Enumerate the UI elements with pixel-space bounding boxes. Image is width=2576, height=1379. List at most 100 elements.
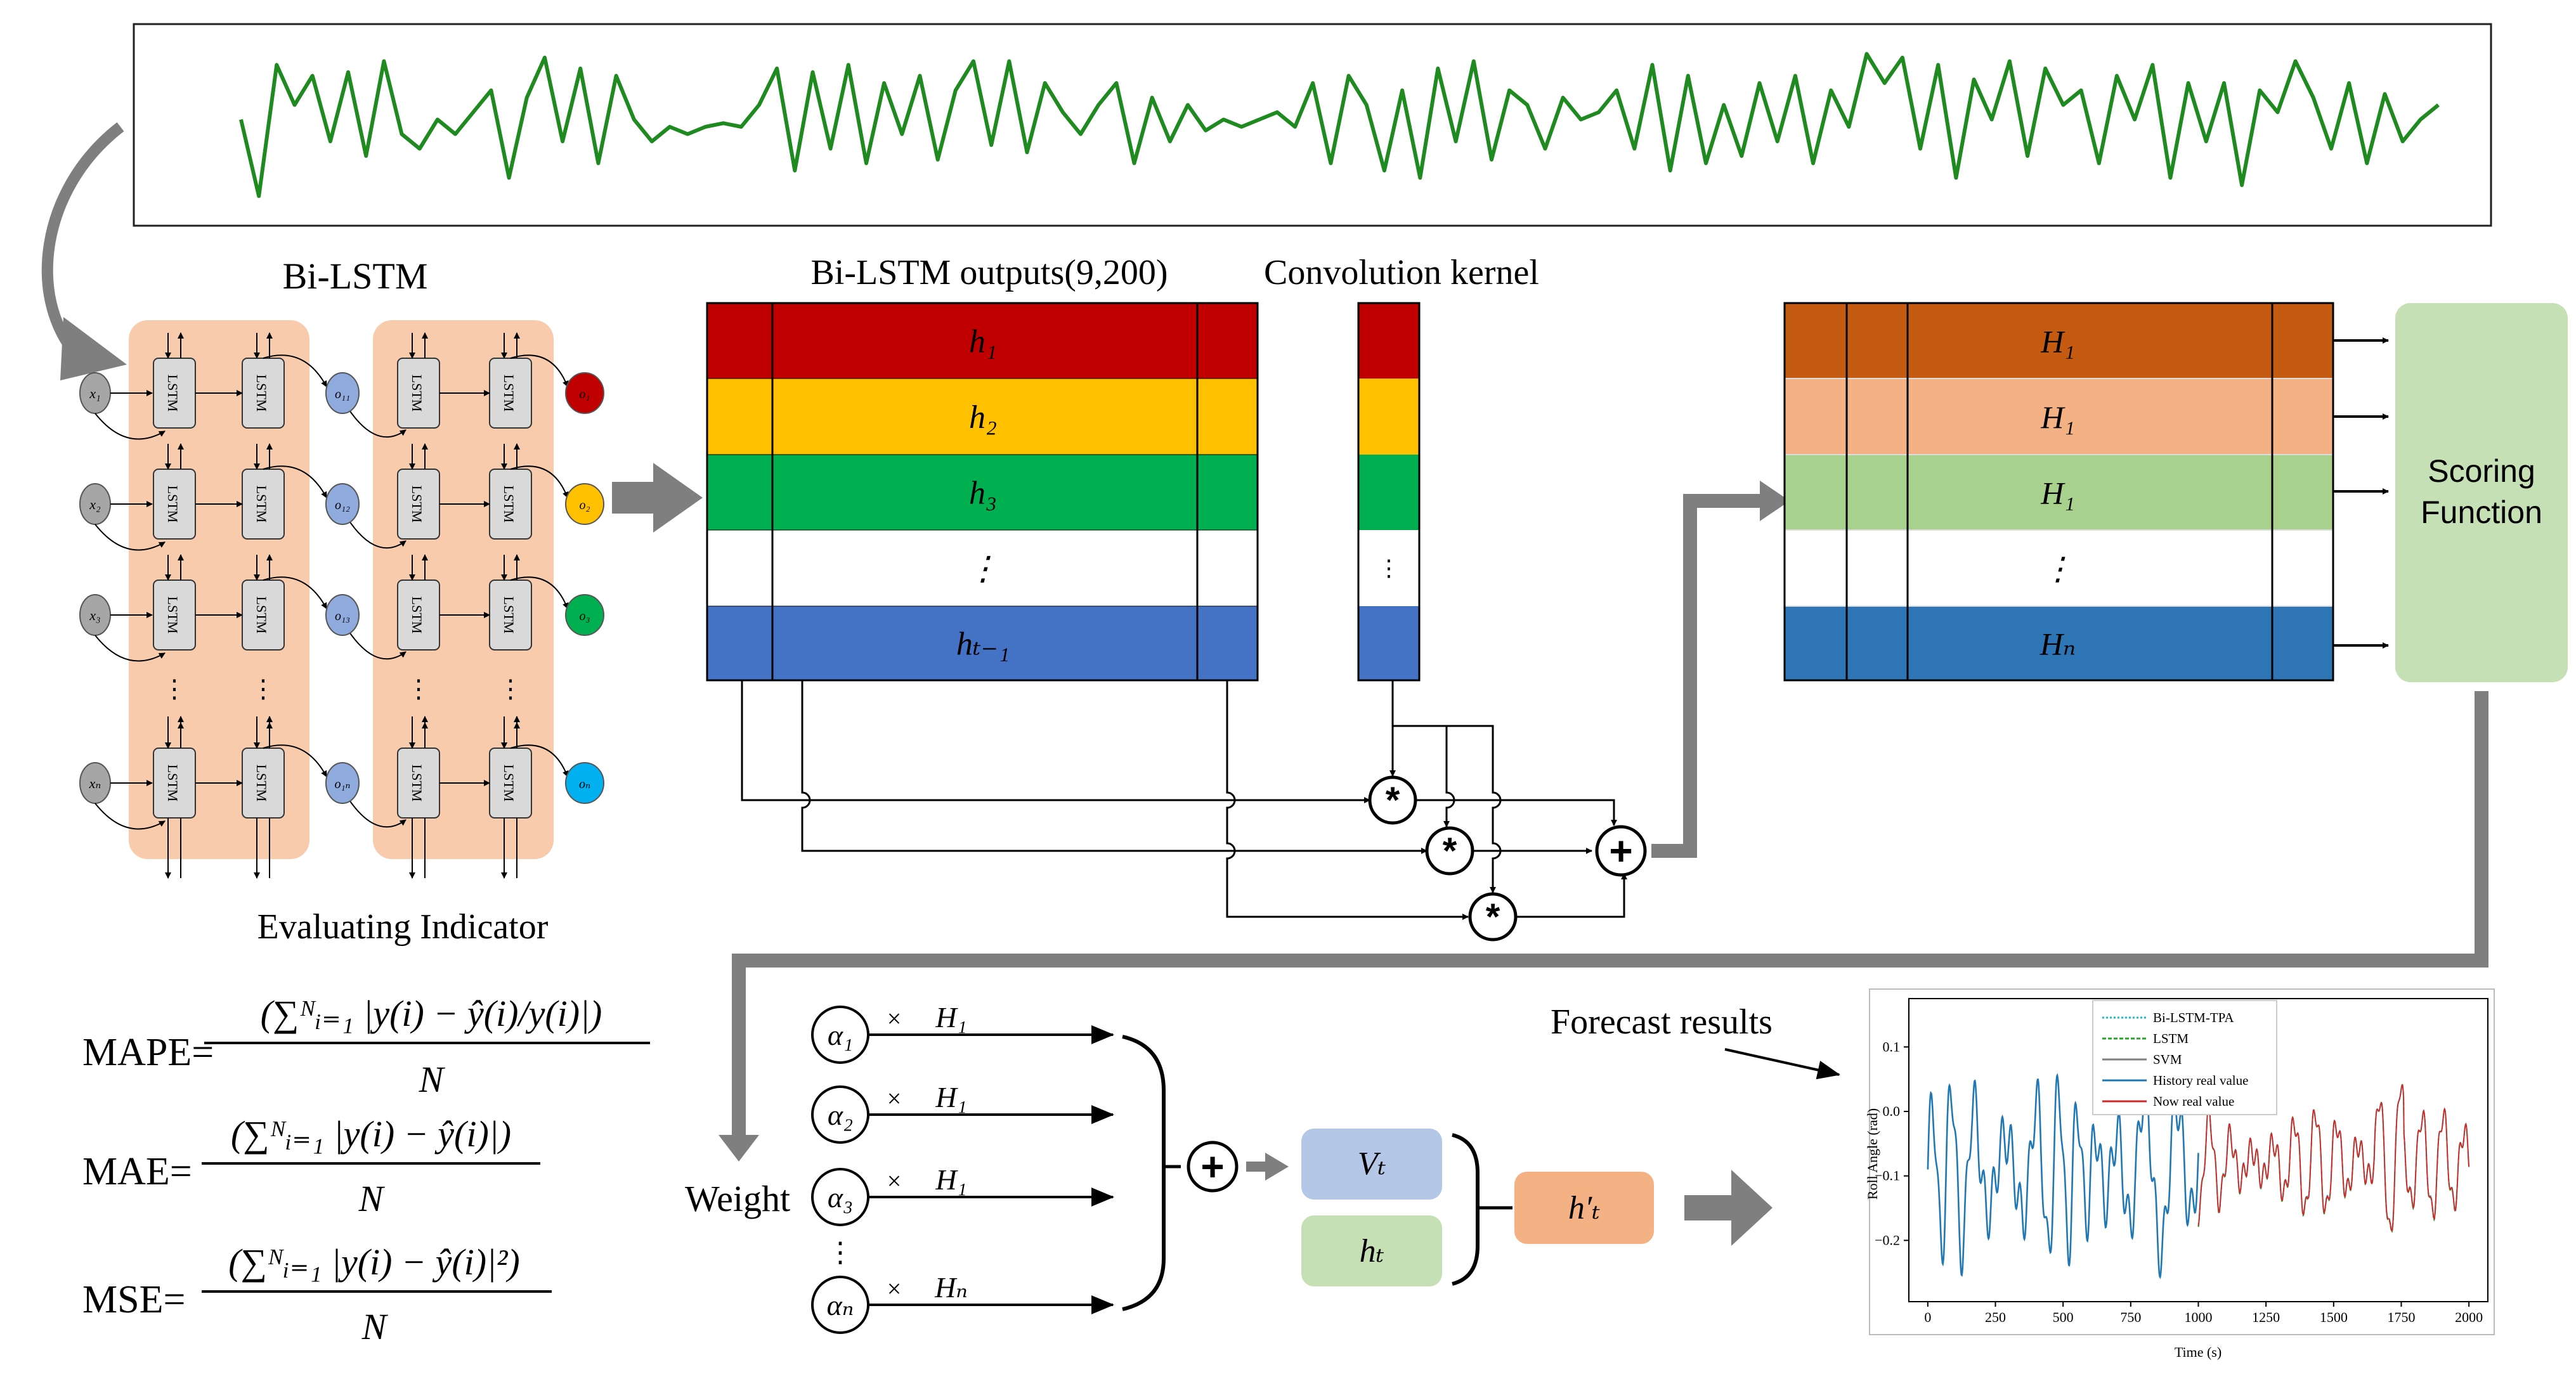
alpha-label: α₁ (828, 1019, 853, 1051)
mult-op-2: * (1443, 831, 1457, 872)
lstm-label: LSTM (501, 765, 517, 802)
lstm-cell: LSTM (489, 579, 532, 651)
legend-entry: History real value (2153, 1073, 2248, 1088)
outputs-row-label: h₁ (969, 324, 997, 360)
signal-waveform (239, 52, 2440, 198)
layer2-output: oₙ (565, 762, 604, 804)
lstm-label: LSTM (165, 486, 181, 523)
lstm-cell: LSTM (242, 579, 285, 651)
lstm-cell: LSTM (397, 748, 440, 819)
lstm-label: LSTM (254, 486, 270, 523)
legend-entry: SVM (2153, 1052, 2182, 1067)
convolution-wiring (741, 680, 1627, 920)
alpha-label: αₙ (827, 1289, 854, 1321)
lstm-cell: LSTM (242, 748, 285, 819)
lstm-cell: LSTM (489, 469, 532, 540)
combine-plus: + (1200, 1144, 1224, 1189)
y-tick-label: −0.2 (1875, 1232, 1900, 1248)
combination-block: Vₜ hₜ h′ₜ (1301, 1129, 1773, 1286)
outputs-row-label: ⋮ (966, 551, 999, 587)
lstm-cell: LSTM (242, 358, 285, 429)
input-node: x₁ (79, 372, 111, 414)
signal-panel (133, 23, 2492, 227)
lstm-label: LSTM (254, 375, 270, 412)
lstm-cell: LSTM (397, 469, 440, 540)
bilstm-title: Bi-LSTM (283, 256, 428, 297)
convolution-kernel: Convolution kernel ⋮ (1264, 253, 1539, 682)
vt-label: Vₜ (1358, 1146, 1386, 1182)
layer1-output: o₁₁ (325, 372, 360, 414)
y-tick-label: 0.0 (1883, 1103, 1901, 1119)
scoring-line2: Function (2421, 495, 2542, 530)
svg-text:o₂: o₂ (580, 498, 590, 512)
x-tick-label: 1000 (2185, 1309, 2213, 1325)
ellipsis: ⋮ (162, 675, 187, 703)
now-line (2197, 1084, 2469, 1232)
svg-text:o₁₃: o₁₃ (335, 609, 350, 623)
lstm-label: LSTM (254, 765, 270, 802)
legend-entry: Now real value (2153, 1094, 2234, 1109)
mae-lhs: MAE= (82, 1150, 192, 1193)
svg-text:o₃: o₃ (580, 609, 590, 623)
h-row-label: H₁ (2040, 399, 2075, 435)
lstm-cell: LSTM (397, 579, 440, 651)
x-tick-label: 1750 (2387, 1309, 2415, 1325)
chart-xlabel: Time (s) (2175, 1344, 2221, 1360)
evaluating-title: Evaluating Indicator (257, 907, 549, 947)
lstm-label: LSTM (165, 375, 181, 412)
times-sign: × (887, 1274, 902, 1303)
hprime-label: h′ₜ (1568, 1190, 1600, 1226)
kernel-title: Convolution kernel (1264, 253, 1539, 292)
mae-denominator: N (358, 1178, 386, 1219)
lstm-label: LSTM (501, 486, 517, 523)
lstm-label: LSTM (165, 597, 181, 634)
layer1-output: o₁₃ (325, 594, 360, 636)
svg-text:o₁: o₁ (580, 387, 590, 401)
kernel-ellipsis: ⋮ (1377, 555, 1400, 581)
weight-row: αₙ×Hₙ (811, 1271, 1114, 1334)
lstm-cell: LSTM (242, 469, 285, 540)
x-tick-label: 500 (2053, 1309, 2074, 1325)
ht-label: hₜ (1360, 1233, 1384, 1269)
outputs-row-label: h₃ (969, 476, 997, 512)
times-sign: × (887, 1004, 902, 1033)
alpha-label: α₂ (828, 1099, 853, 1131)
weight-row: α₃×H₁ (811, 1163, 1114, 1226)
weight-ellipsis: ⋮ (826, 1237, 854, 1268)
lstm-label: LSTM (409, 597, 425, 634)
arrow-to-h-matrix (1651, 494, 1769, 858)
history-line (1927, 1070, 2199, 1279)
lstm-cell: LSTM (489, 748, 532, 819)
scoring-line1: Scoring (2428, 453, 2535, 489)
legend-entry: LSTM (2153, 1031, 2189, 1046)
weight-h-label: H₁ (935, 1081, 966, 1113)
ellipsis: ⋮ (406, 675, 431, 703)
legend-entry: Bi-LSTM-TPA (2153, 1010, 2234, 1025)
mae-numerator: (∑ᴺᵢ₌₁ |y(i) − ŷ(i)|) (231, 1113, 511, 1155)
mse-denominator: N (361, 1306, 389, 1347)
lstm-label: LSTM (501, 597, 517, 634)
curved-arrow (41, 122, 127, 380)
x-tick-label: 1250 (2252, 1309, 2280, 1325)
weight-row: α₁ × H₁ (811, 1001, 1114, 1064)
mult-op-1: * (1386, 780, 1400, 821)
y-tick-label: 0.1 (1883, 1039, 1901, 1054)
svg-text:oₙ: oₙ (579, 777, 590, 791)
layer1-output: o₁₂ (325, 483, 360, 525)
lstm-label: LSTM (501, 375, 517, 412)
outputs-row-label: h₂ (969, 399, 997, 436)
mape-denominator: N (419, 1059, 446, 1100)
mse-numerator: (∑ᴺᵢ₌₁ |y(i) − ŷ(i)|²) (228, 1241, 519, 1283)
arrow-to-weights (732, 691, 2488, 1143)
x-tick-label: 250 (1985, 1309, 2006, 1325)
weight-h-label: H₁ (935, 1001, 966, 1033)
lstm-label: LSTM (165, 765, 181, 802)
ellipsis: ⋮ (250, 675, 276, 703)
input-label: x₂ (89, 496, 101, 512)
mape-lhs: MAPE= (82, 1031, 214, 1074)
h-row-label: H₁ (2040, 324, 2075, 359)
